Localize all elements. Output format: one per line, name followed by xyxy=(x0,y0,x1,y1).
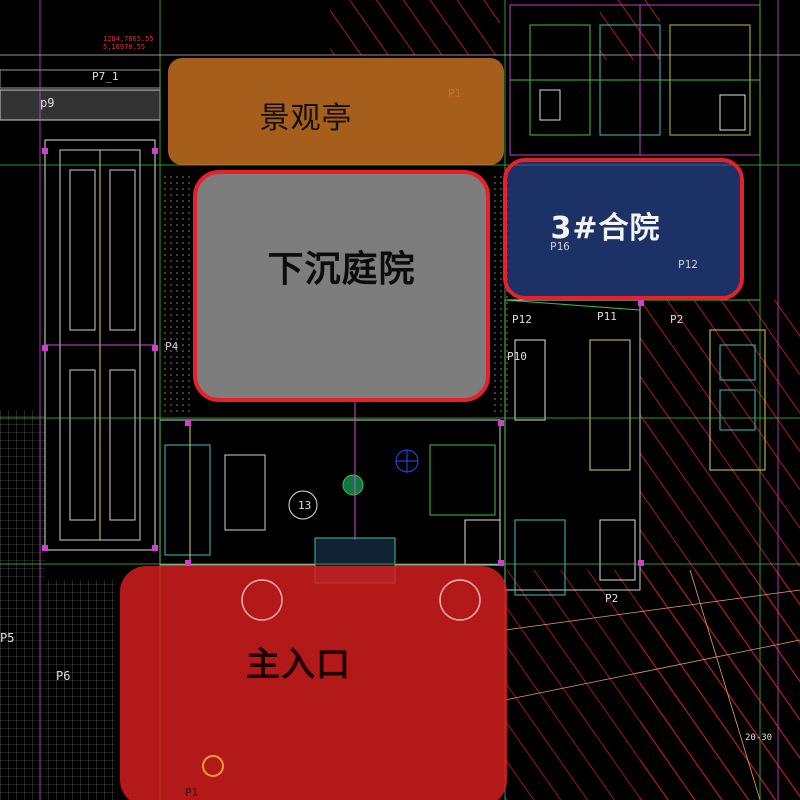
tag-p2: P2 xyxy=(670,313,683,326)
tag-p12: P12 xyxy=(512,313,532,326)
zone-pavilion[interactable]: 景观亭 xyxy=(168,58,504,165)
tag-p11: P11 xyxy=(597,310,617,323)
tag-p5: P5 xyxy=(0,631,14,645)
zone-main-entrance[interactable]: 主入口 xyxy=(120,566,507,800)
zone-main-entrance-label: 主入口 xyxy=(246,644,351,685)
zone-courtyard-3-label: 3#合院 xyxy=(550,211,661,246)
top-right-buildings xyxy=(509,4,761,156)
zone-courtyard-3[interactable]: 3#合院 xyxy=(503,158,744,300)
tag-p7-1: P7_1 xyxy=(92,70,119,83)
tag-p10: P10 xyxy=(507,350,527,363)
tag-p6: P6 xyxy=(56,669,70,683)
tag-num13: 13 xyxy=(298,499,311,512)
tag-p2-lower: P2 xyxy=(605,592,618,605)
tag-p9: p9 xyxy=(40,96,54,110)
zone-pavilion-label: 景观亭 xyxy=(259,100,353,136)
tag-elev1: 1284,7865.55 xyxy=(103,35,154,43)
tag-elev2: 5,16978.55 xyxy=(103,43,145,51)
right-middle-building xyxy=(504,299,766,596)
cad-tags: P7_1 p9 1284,7865.55 5,16978.55 P1 P4 P5… xyxy=(0,35,772,743)
zone-sunken-courtyard-label: 下沉庭院 xyxy=(267,249,416,290)
zone-sunken-courtyard[interactable]: 下沉庭院 xyxy=(193,170,490,402)
tag-p4: P4 xyxy=(165,340,179,353)
column-markers xyxy=(42,148,644,566)
tag-scale: 20-30 xyxy=(745,733,772,743)
center-lower-building xyxy=(159,400,501,584)
